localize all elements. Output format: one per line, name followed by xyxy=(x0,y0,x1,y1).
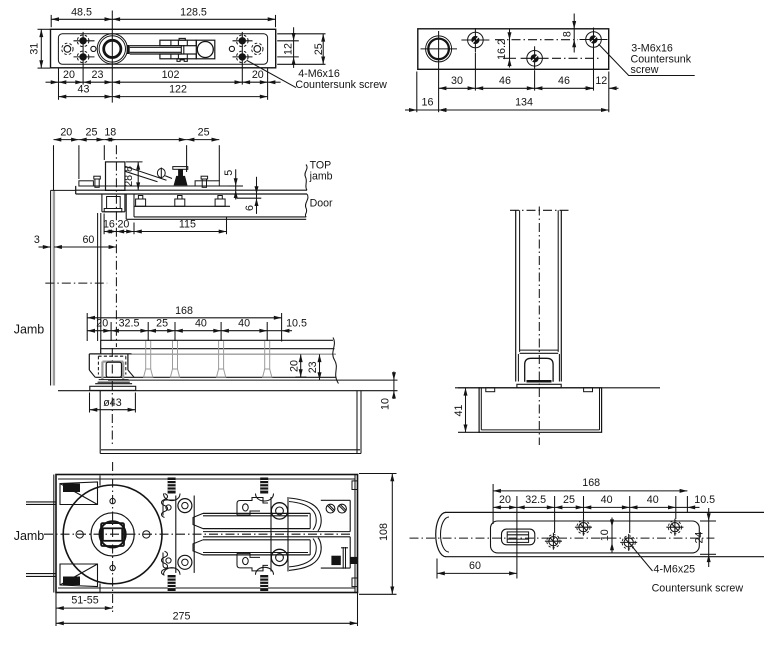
svg-text:4-M6x25: 4-M6x25 xyxy=(654,564,696,576)
svg-text:41: 41 xyxy=(453,405,465,417)
svg-text:6: 6 xyxy=(244,205,256,211)
svg-text:40: 40 xyxy=(647,494,659,506)
svg-text:25: 25 xyxy=(198,126,210,138)
svg-text:51-55: 51-55 xyxy=(71,595,98,607)
svg-text:23: 23 xyxy=(92,69,104,81)
svg-text:12: 12 xyxy=(282,43,294,55)
svg-text:16.2: 16.2 xyxy=(496,39,508,60)
svg-text:40: 40 xyxy=(238,317,250,329)
svg-text:32.5: 32.5 xyxy=(525,494,546,506)
svg-text:25: 25 xyxy=(563,494,575,506)
svg-text:168: 168 xyxy=(175,305,193,317)
svg-text:TOP: TOP xyxy=(310,159,332,171)
svg-text:168: 168 xyxy=(582,477,600,489)
svg-text:20: 20 xyxy=(117,219,129,231)
svg-text:4-M6x16: 4-M6x16 xyxy=(298,68,340,80)
svg-text:20: 20 xyxy=(63,69,75,81)
svg-text:48.5: 48.5 xyxy=(71,7,92,19)
svg-text:275: 275 xyxy=(173,610,191,622)
svg-text:134: 134 xyxy=(515,97,533,109)
svg-text:10: 10 xyxy=(599,529,611,541)
svg-text:Door: Door xyxy=(310,197,333,209)
svg-text:20: 20 xyxy=(252,69,264,81)
svg-text:Jamb: Jamb xyxy=(14,529,45,543)
svg-text:12: 12 xyxy=(595,75,607,87)
svg-text:5: 5 xyxy=(223,170,235,176)
svg-text:3-M6x16: 3-M6x16 xyxy=(631,43,673,55)
svg-text:10.5: 10.5 xyxy=(694,494,715,506)
svg-text:30: 30 xyxy=(451,75,463,87)
svg-text:Jamb: Jamb xyxy=(14,323,45,337)
svg-text:40: 40 xyxy=(601,494,613,506)
svg-text:108: 108 xyxy=(378,523,390,541)
svg-text:60: 60 xyxy=(82,234,94,246)
svg-text:25: 25 xyxy=(86,126,98,138)
svg-text:Countersunk screw: Countersunk screw xyxy=(295,79,387,91)
svg-text:24: 24 xyxy=(694,532,706,544)
svg-text:20: 20 xyxy=(96,317,108,329)
svg-text:25: 25 xyxy=(156,317,168,329)
svg-text:46: 46 xyxy=(558,75,570,87)
svg-text:Countersunk: Countersunk xyxy=(631,53,692,65)
svg-text:jamb: jamb xyxy=(309,170,333,182)
svg-text:16: 16 xyxy=(422,97,434,109)
svg-text:25: 25 xyxy=(313,43,325,55)
svg-text:20: 20 xyxy=(60,126,72,138)
svg-text:23: 23 xyxy=(307,361,319,373)
svg-text:46: 46 xyxy=(499,75,511,87)
svg-text:Countersunk screw: Countersunk screw xyxy=(652,583,744,595)
svg-text:screw: screw xyxy=(631,64,659,76)
svg-text:60: 60 xyxy=(469,560,481,572)
svg-text:122: 122 xyxy=(169,83,187,95)
svg-text:20: 20 xyxy=(499,494,511,506)
svg-text:128.5: 128.5 xyxy=(180,7,207,19)
svg-text:20: 20 xyxy=(288,360,300,372)
svg-text:40: 40 xyxy=(195,317,207,329)
svg-text:102: 102 xyxy=(162,69,180,81)
svg-text:ø43: ø43 xyxy=(103,397,121,409)
svg-text:16: 16 xyxy=(103,219,115,231)
svg-text:31: 31 xyxy=(28,43,40,55)
svg-text:10.5: 10.5 xyxy=(286,317,307,329)
svg-text:3: 3 xyxy=(34,234,40,246)
svg-text:43: 43 xyxy=(78,83,90,95)
svg-text:8: 8 xyxy=(562,31,574,37)
svg-text:115: 115 xyxy=(179,219,196,231)
svg-text:10: 10 xyxy=(380,398,392,410)
svg-text:32.5: 32.5 xyxy=(119,317,140,329)
svg-text:18: 18 xyxy=(104,126,116,138)
